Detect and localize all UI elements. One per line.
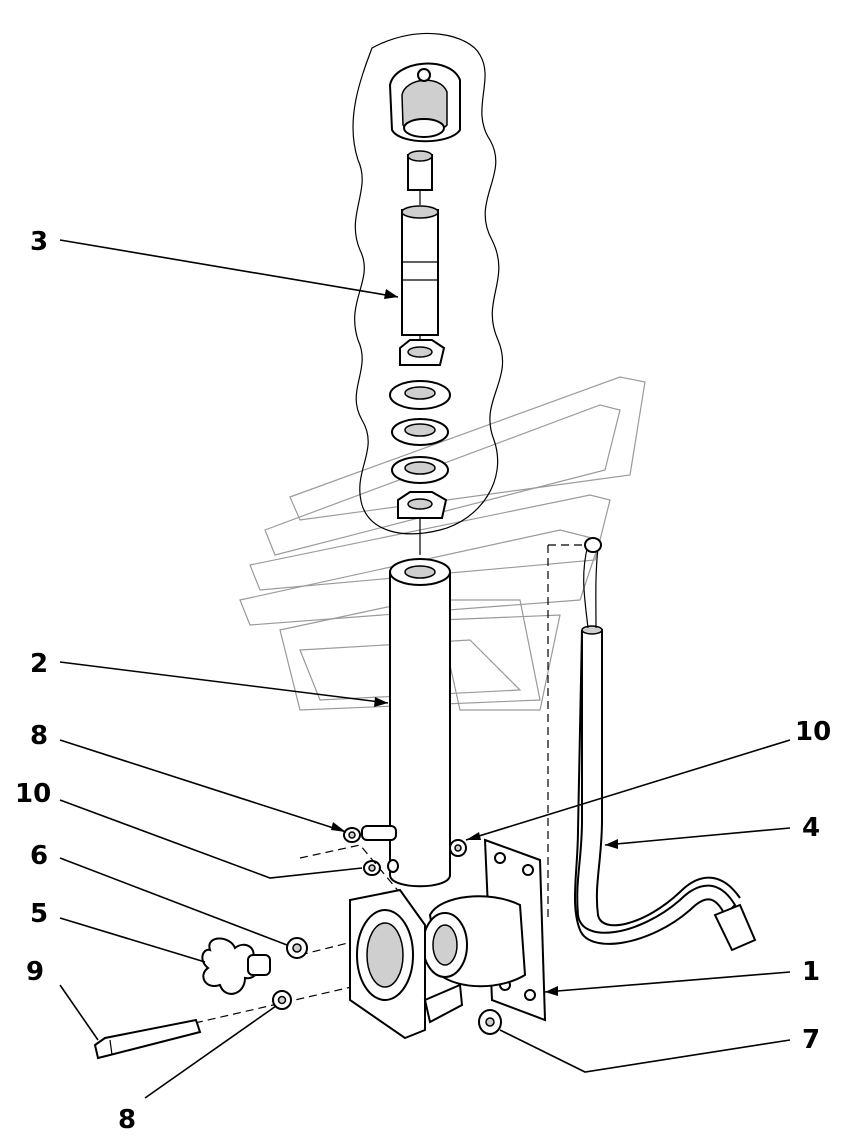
leader-8a (59, 739, 347, 833)
part-8-pin-upper (343, 825, 397, 843)
part-10-washer-lower (363, 859, 399, 876)
leader-7 (499, 1029, 791, 1073)
callout-4: 4 (802, 813, 820, 843)
leader-1 (544, 971, 791, 993)
leader-6 (59, 857, 288, 946)
subassembly-outline (352, 32, 504, 535)
washer-2 (391, 418, 449, 446)
hex-nut-lower (397, 491, 448, 555)
callout-8-lower: 8 (118, 1105, 136, 1135)
callout-10-right: 10 (795, 717, 831, 747)
part-5-knob (201, 937, 271, 995)
part-9-bolt (93, 1018, 202, 1060)
part-4-cable (573, 537, 757, 952)
leader-9 (59, 984, 99, 1041)
callout-2: 2 (30, 649, 48, 679)
arrow-2 (374, 697, 388, 707)
washer-3 (391, 456, 449, 484)
callout-8-upper: 8 (30, 721, 48, 751)
part-10-washer-right (449, 839, 467, 857)
part-2-main-tube (389, 558, 451, 888)
callout-7: 7 (802, 1025, 820, 1055)
leader-10a (59, 799, 363, 879)
arrow-3 (384, 289, 398, 299)
hex-nut-upper (399, 339, 446, 366)
leader-3 (59, 239, 399, 298)
part-1-bracket (349, 838, 547, 1040)
leader-10b (465, 739, 791, 841)
callout-3: 3 (30, 227, 48, 257)
assembly-line-1 (299, 844, 411, 906)
part-7-nut (478, 1009, 502, 1035)
part-3-spacer (401, 205, 439, 345)
callout-6: 6 (30, 841, 48, 871)
callout-9: 9 (26, 957, 44, 987)
leader-8b (144, 1005, 277, 1099)
arrow-8a (331, 822, 346, 832)
callout-5: 5 (30, 899, 48, 929)
top-clevis (388, 62, 461, 143)
washer-1 (389, 380, 451, 410)
leader-2 (59, 661, 389, 704)
leader-4 (604, 827, 791, 846)
part-8-washer-lower (272, 990, 292, 1010)
leader-5 (59, 917, 206, 963)
callout-10-left: 10 (15, 779, 51, 809)
part-6-washer (286, 937, 308, 959)
small-bushing (407, 150, 433, 205)
callout-1: 1 (802, 957, 820, 987)
arrow-10b (466, 832, 481, 840)
arrow-1 (545, 986, 558, 996)
arrow-4 (605, 839, 618, 849)
